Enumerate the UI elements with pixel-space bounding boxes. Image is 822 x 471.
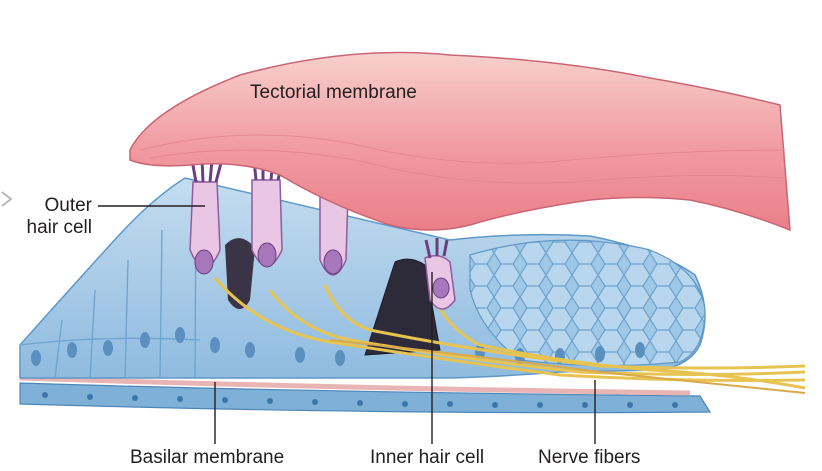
basilar-membrane-label: Basilar membrane <box>130 447 284 469</box>
outer-hair-cell-label: Outer hair cell <box>2 195 92 239</box>
inner-hair-cell-label: Inner hair cell <box>370 447 484 469</box>
outer-hair-cell-label-line2: hair cell <box>2 217 92 239</box>
outer-hair-cell-1 <box>190 158 221 274</box>
nerve-fibers-label: Nerve fibers <box>538 447 640 469</box>
basilar-membrane <box>20 378 710 413</box>
tectorial-membrane-label: Tectorial membrane <box>250 82 417 104</box>
outer-hair-cell-label-line1: Outer <box>2 195 92 217</box>
